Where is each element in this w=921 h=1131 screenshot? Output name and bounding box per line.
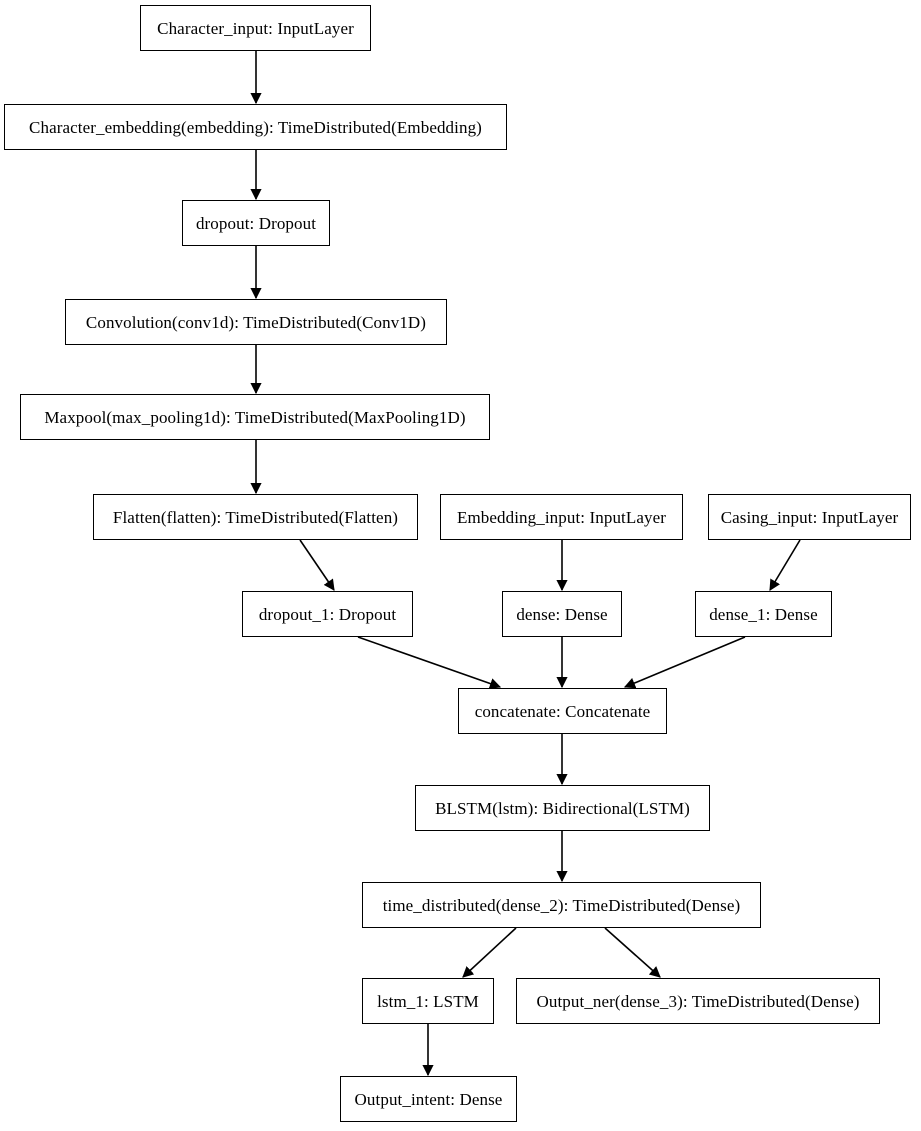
node-label: Convolution(conv1d): TimeDistributed(Con… (85, 312, 427, 332)
node-dropout[interactable]: dropout: Dropout (182, 200, 330, 246)
edge-flatten-to-dropout_1 (299, 539, 335, 591)
node-dense_1[interactable]: dense_1: Dense (695, 591, 832, 637)
node-output_intent[interactable]: Output_intent: Dense (340, 1076, 517, 1122)
node-label: Flatten(flatten): TimeDistributed(Flatte… (112, 507, 399, 527)
node-dense[interactable]: dense: Dense (502, 591, 622, 637)
node-label: lstm_1: LSTM (377, 991, 479, 1011)
node-label: Casing_input: InputLayer (720, 507, 899, 527)
node-label: Character_input: InputLayer (157, 18, 354, 38)
edge-dense_1-to-concatenate (623, 636, 746, 689)
edge-time_distributed-to-output_ner (604, 927, 661, 978)
node-label: Maxpool(max_pooling1d): TimeDistributed(… (44, 407, 466, 427)
node-lstm_1[interactable]: lstm_1: LSTM (362, 978, 494, 1024)
node-label: time_distributed(dense_2): TimeDistribut… (382, 895, 741, 915)
node-convolution[interactable]: Convolution(conv1d): TimeDistributed(Con… (65, 299, 447, 345)
node-label: Output_ner(dense_3): TimeDistributed(Den… (536, 991, 860, 1011)
edge-time_distributed-to-lstm_1 (462, 927, 517, 978)
node-casing_input[interactable]: Casing_input: InputLayer (708, 494, 911, 540)
node-label: concatenate: Concatenate (474, 701, 651, 721)
edge-casing_input-to-dense_1 (769, 539, 801, 591)
node-label: dense_1: Dense (709, 604, 818, 624)
node-blstm[interactable]: BLSTM(lstm): Bidirectional(LSTM) (415, 785, 710, 831)
node-character_embedding[interactable]: Character_embedding(embedding): TimeDist… (4, 104, 507, 150)
node-embedding_input[interactable]: Embedding_input: InputLayer (440, 494, 683, 540)
node-label: dense: Dense (516, 604, 608, 624)
node-label: dropout_1: Dropout (258, 604, 397, 624)
node-concatenate[interactable]: concatenate: Concatenate (458, 688, 667, 734)
node-flatten[interactable]: Flatten(flatten): TimeDistributed(Flatte… (93, 494, 418, 540)
node-label: dropout: Dropout (195, 213, 317, 233)
node-label: Embedding_input: InputLayer (456, 507, 667, 527)
node-label: BLSTM(lstm): Bidirectional(LSTM) (435, 798, 690, 818)
edge-dropout_1-to-concatenate (357, 636, 502, 689)
node-character_input[interactable]: Character_input: InputLayer (140, 5, 371, 51)
node-label: Character_embedding(embedding): TimeDist… (29, 117, 482, 137)
node-time_distributed[interactable]: time_distributed(dense_2): TimeDistribut… (362, 882, 761, 928)
node-dropout_1[interactable]: dropout_1: Dropout (242, 591, 413, 637)
node-label: Output_intent: Dense (354, 1089, 503, 1109)
node-maxpool[interactable]: Maxpool(max_pooling1d): TimeDistributed(… (20, 394, 490, 440)
node-output_ner[interactable]: Output_ner(dense_3): TimeDistributed(Den… (516, 978, 880, 1024)
